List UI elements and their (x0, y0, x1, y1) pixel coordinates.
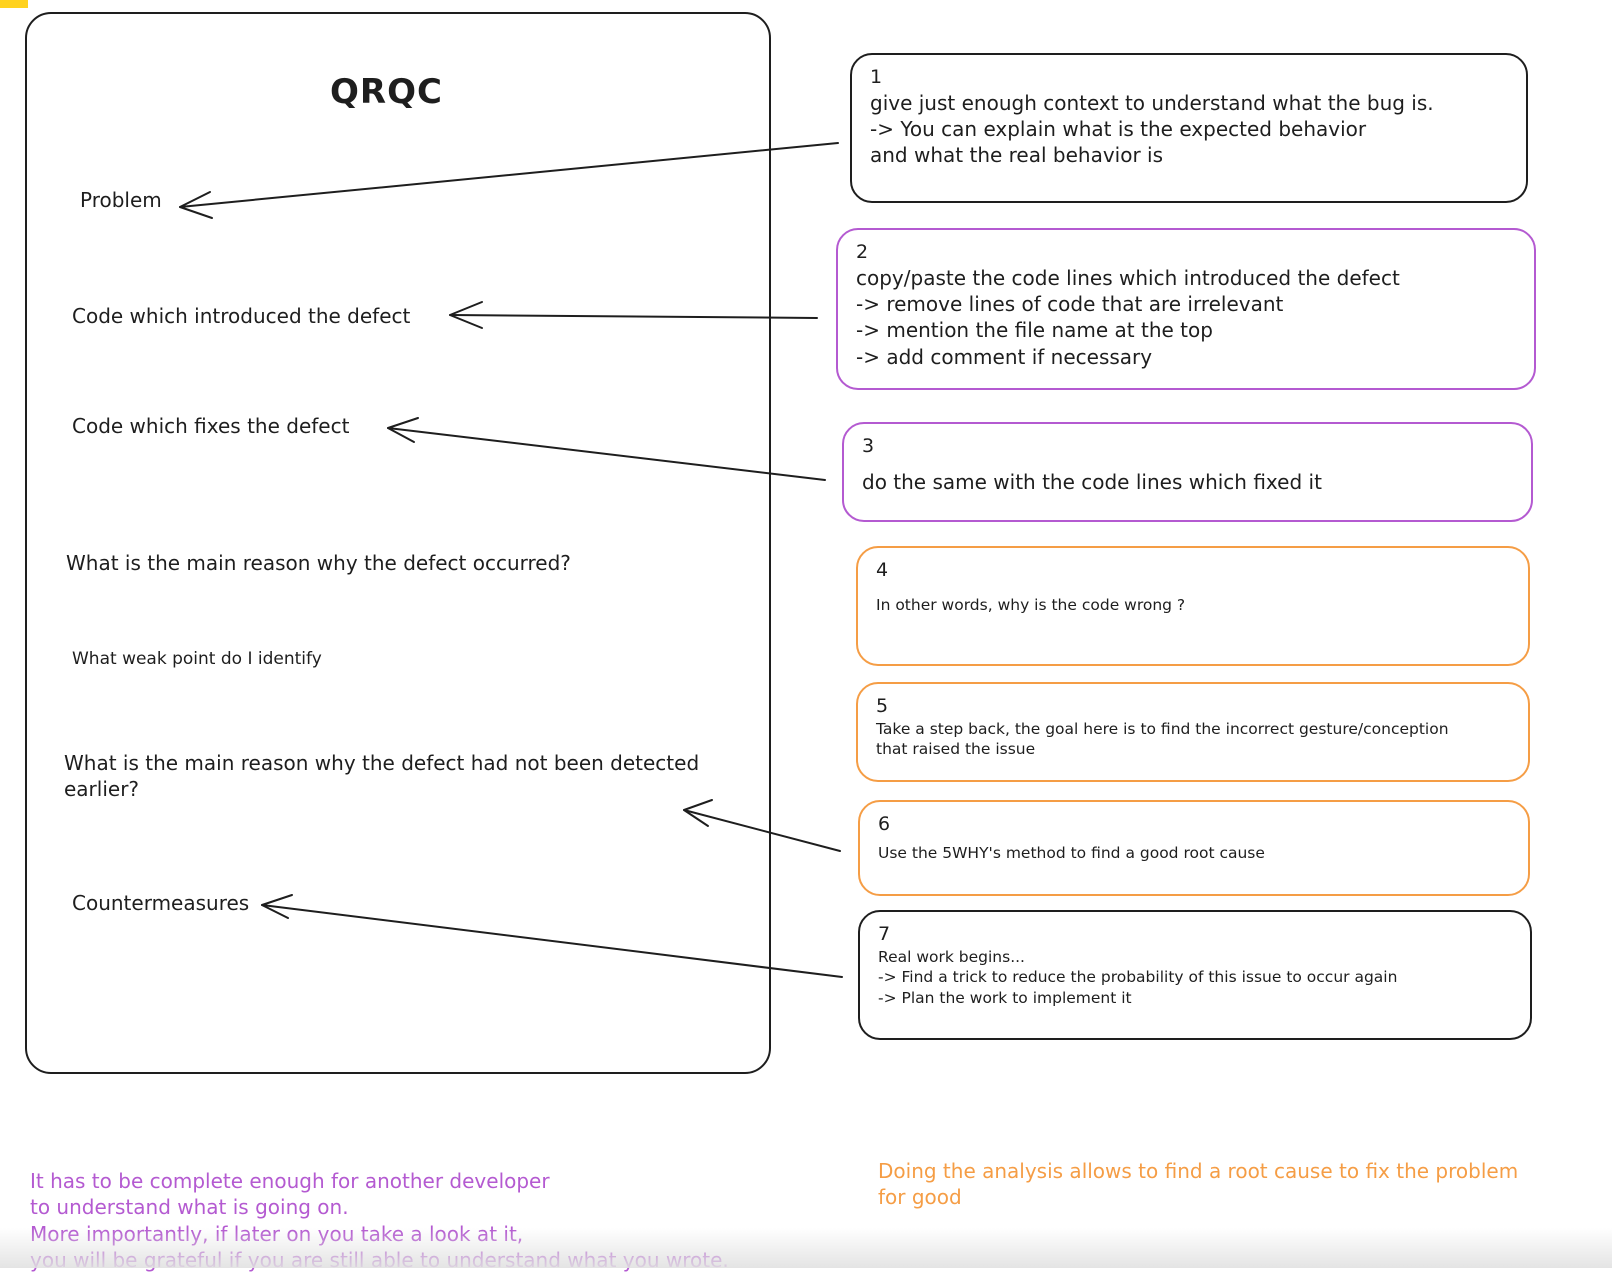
arrow-note-2-to-introduced (449, 301, 818, 329)
corner-accent-mark (0, 0, 28, 8)
note-card-text: Real work begins... -> Find a trick to r… (878, 947, 1398, 1007)
note-card-1: 1 give just enough context to understand… (850, 53, 1528, 203)
note-card-number: 3 (862, 435, 875, 457)
note-card-number: 2 (856, 241, 869, 263)
footnote-orange: Doing the analysis allows to find a root… (878, 1159, 1519, 1210)
section-label-introduced-defect: Code which introduced the defect (72, 304, 411, 328)
section-label-problem: Problem (80, 188, 162, 212)
section-label-weak-point: What weak point do I identify (72, 649, 322, 669)
arrow-note-7-to-countermeasures (261, 894, 843, 978)
arrow-note-3-to-fixes (387, 417, 826, 481)
section-label-countermeasures: Countermeasures (72, 891, 250, 915)
bottom-fade (0, 1228, 1612, 1268)
note-card-3: 3 do the same with the code lines which … (842, 422, 1533, 522)
arrow-note-6-to-detected (683, 799, 841, 852)
note-card-5: 5 Take a step back, the goal here is to … (856, 682, 1530, 782)
note-card-6: 6 Use the 5WHY's method to find a good r… (858, 800, 1530, 896)
arrow-note-1-to-problem (179, 142, 839, 219)
section-label-main-reason-occurred: What is the main reason why the defect o… (66, 551, 571, 575)
note-card-number: 6 (878, 813, 891, 835)
page-title: QRQC (330, 72, 443, 112)
note-card-4: 4 In other words, why is the code wrong … (856, 546, 1530, 666)
note-card-text: copy/paste the code lines which introduc… (856, 265, 1400, 369)
note-card-number: 1 (870, 66, 883, 88)
note-card-7: 7 Real work begins... -> Find a trick to… (858, 910, 1532, 1040)
note-card-text: give just enough context to understand w… (870, 90, 1434, 168)
note-card-text: Use the 5WHY's method to find a good roo… (878, 843, 1265, 862)
qrqc-template-panel (25, 12, 771, 1074)
note-card-number: 5 (876, 695, 889, 717)
note-card-number: 4 (876, 559, 889, 581)
note-card-text: Take a step back, the goal here is to fi… (876, 719, 1449, 759)
note-card-2: 2 copy/paste the code lines which introd… (836, 228, 1536, 390)
note-card-text: In other words, why is the code wrong ? (876, 595, 1186, 614)
note-card-number: 7 (878, 923, 891, 945)
section-label-fixes-defect: Code which fixes the defect (72, 414, 350, 438)
section-label-not-detected: What is the main reason why the defect h… (64, 751, 700, 801)
note-card-text: do the same with the code lines which fi… (862, 469, 1322, 494)
